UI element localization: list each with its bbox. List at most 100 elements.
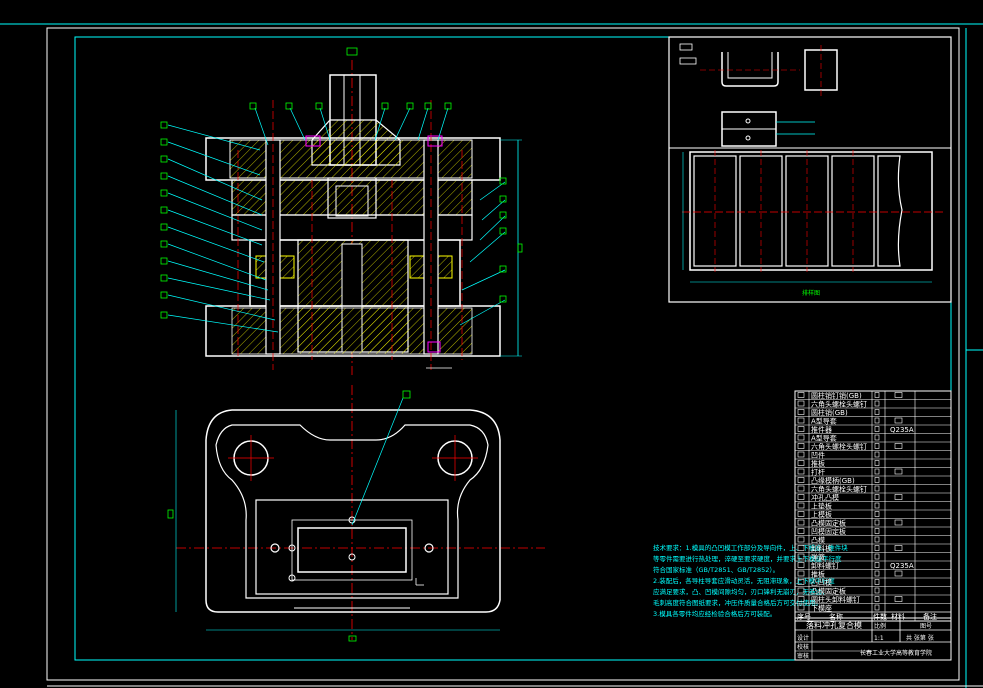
bom-qty-box (874, 460, 880, 466)
bom-seq-box (797, 494, 805, 500)
drawing-no-label: 图号 (920, 623, 932, 630)
bom-qty-box (874, 502, 880, 509)
bom-row-name: A型导套 (811, 434, 837, 443)
bom-row-name: 卸料板 (811, 544, 832, 553)
bom-row-name: 凸模固定板 (811, 519, 846, 528)
bom-qty-box (874, 587, 880, 594)
strip-layout: 排样图 (668, 36, 952, 303)
checker-label: 校核 (797, 643, 809, 651)
bom-row-name: 弹簧 (811, 553, 825, 562)
technical-notes: 技术要求：1.模具的凸凹模工作部分及导向件，上、下模座，推件块等零件需要进行热处… (653, 543, 848, 618)
plan-view (167, 385, 545, 642)
bom-qty-box (874, 477, 880, 483)
bom-qty-box (874, 579, 880, 585)
note-line: 毛刺高度符合图纸要求，冲压件质量合格后方可交付使用。 (653, 598, 822, 607)
bom-seq-box (797, 587, 805, 594)
bom-seq-box (797, 604, 805, 611)
bom-qty-box (874, 553, 880, 560)
bom-seq-box (797, 570, 805, 577)
bom-row-name: 卸料螺钉 (811, 561, 839, 570)
note-line: 应满足要求，凸、凹模间隙均匀，刃口锋利无崩刃，无卷边， (653, 587, 829, 596)
bom-seq-box (797, 553, 805, 560)
bom-qty-box (874, 443, 880, 449)
school-name: 长春工业大学高等教育学院 (860, 649, 932, 657)
bom-qty-box (874, 604, 880, 611)
bom-header-note: 备注 (923, 612, 937, 621)
bom-qty-box (874, 494, 880, 500)
bom-row-name: 凹模固定板 (811, 527, 846, 536)
note-line: 技术要求：1.模具的凸凹模工作部分及导向件，上、下模座，推件块 (653, 543, 848, 552)
drawing-title: 落料冲孔复合模 (806, 620, 862, 630)
bom-seq-box (797, 545, 805, 551)
bom-seq-box (797, 400, 805, 407)
bom-header-seq: 序号 (797, 612, 811, 621)
leaders-left (167, 107, 506, 333)
bom-seq-box (797, 511, 805, 517)
bom-seq-box (797, 426, 805, 432)
bom-qty-box (874, 409, 880, 415)
bom-row-name: 六角头螺栓头螺钉 (811, 485, 867, 494)
sheet-count: 共 张第 张 (906, 634, 934, 642)
note-line: 符合国家标准（GB/T2851、GB/T2852）。 (653, 565, 779, 574)
bom-row-name: 打杆 (811, 468, 825, 477)
note-line: 等零件需要进行热处理，淬硬至要求硬度，并要求上下模座平行度 (653, 554, 842, 563)
bom-seq-box (797, 443, 805, 449)
bom-seq-box (797, 460, 805, 466)
bom-qty-box (874, 392, 880, 398)
bom-row-name: 推件器 (811, 425, 832, 434)
bom-row-name: 六角头螺栓头螺钉 (811, 442, 867, 451)
bom-seq-box (797, 392, 805, 398)
scale-label: 比例 (874, 622, 886, 630)
bom-seq-box (797, 528, 805, 534)
bom-row-name: 凸模固定板 (811, 587, 846, 596)
bom-row-name: 圆柱销钉销(GB) (811, 391, 862, 400)
bom-row-name: 凸凹模 (811, 578, 832, 587)
bom-qty-box (874, 536, 880, 543)
bom-qty-box (874, 528, 880, 534)
bom-qty-box (874, 417, 880, 424)
layout-caption: 排样图 (802, 289, 820, 297)
bom-row-name: A型导套 (811, 417, 837, 426)
bom-seq-box (797, 409, 805, 415)
bom-qty-box (874, 570, 880, 577)
bom-seq-box (797, 434, 805, 441)
bom-qty-box (874, 545, 880, 551)
note-line: 2.装配后，各导柱导套应滑动灵活，无阻滞现象，上下模平行度 (653, 576, 835, 585)
bom-row-name: 推板 (811, 570, 825, 579)
bom-seq-box (797, 417, 805, 424)
approver-label: 审核 (797, 652, 809, 660)
bom-row-name: 推板 (811, 459, 825, 468)
title-block: 落料冲孔复合模 设计 校核 审核 比例 图号 1:1 共 张第 张 长春工业大学… (794, 617, 952, 661)
bom-row-material: Q235A (890, 562, 914, 570)
bom-qty-box (874, 485, 880, 492)
bom-header-qty: 件数 (873, 612, 887, 621)
bom-qty-box (874, 596, 880, 602)
bom-row-name: 上模板 (811, 510, 832, 519)
bom-qty-box (874, 562, 880, 568)
bom-row-name: 六角头螺栓头螺钉 (811, 400, 867, 409)
bom-seq-box (797, 579, 805, 585)
note-line: 3.模具各零件均应经检验合格后方可装配。 (653, 609, 776, 618)
section-view (205, 47, 523, 375)
bom-seq-box (797, 477, 805, 483)
bom-header-name: 名称 (829, 612, 843, 621)
bom-seq-box (797, 468, 805, 475)
bom-qty-box (874, 400, 880, 407)
bom-row-name: 凸缘模柄(GB) (811, 476, 855, 485)
bom-row-name: 凸模 (811, 536, 825, 545)
designer-label: 设计 (797, 634, 809, 642)
bom-seq-box (797, 451, 805, 458)
bom-qty-box (874, 468, 880, 475)
bom-seq-box (797, 596, 805, 602)
sheet-border-outer (46, 27, 960, 681)
bom-qty-box (874, 434, 880, 441)
bom-row-name: 圆柱销(GB) (811, 408, 848, 417)
bom-seq-box (797, 502, 805, 509)
bom-qty-box (874, 519, 880, 526)
scale-value: 1:1 (874, 635, 884, 642)
bom-header-material: 材料 (891, 612, 905, 621)
bom-row-name: 上垫板 (811, 502, 832, 511)
bom-row-material: Q235A (890, 426, 914, 434)
